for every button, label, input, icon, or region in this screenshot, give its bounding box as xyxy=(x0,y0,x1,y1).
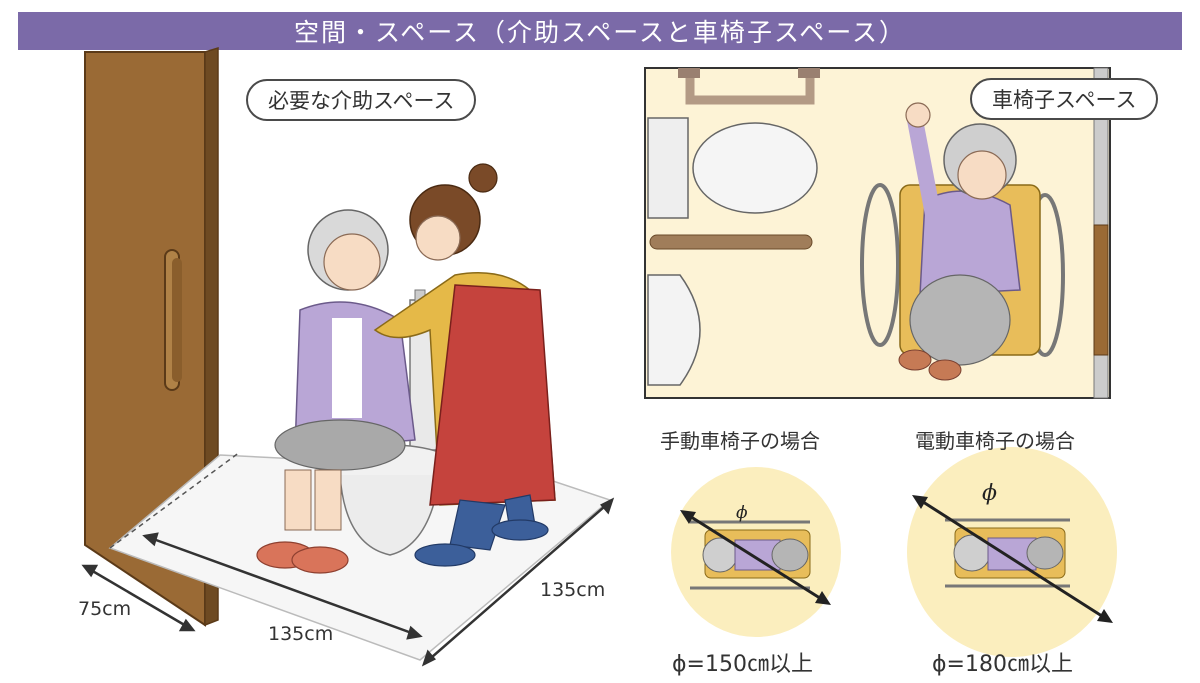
dimension-arrows-left xyxy=(81,497,615,667)
dimension-side-label: 135cm xyxy=(540,579,606,601)
elderly-woman-seated xyxy=(256,209,416,574)
electric-wheelchair-circle xyxy=(907,447,1117,657)
wheelchair-space-label: 車椅子スペース xyxy=(970,78,1159,120)
phi-symbol-electric: ϕ xyxy=(982,481,997,506)
phi-symbol-manual: ϕ xyxy=(736,503,748,523)
wheelchair-room-plan xyxy=(644,67,1111,399)
electric-wheelchair-caption: 電動車椅子の場合 xyxy=(915,429,1075,453)
page-title: 空間・スペース（介助スペースと車椅子スペース） xyxy=(18,12,1182,50)
caregiver-illustration xyxy=(373,163,556,567)
dimension-front-label: 135cm xyxy=(268,623,334,645)
electric-requirement-label: ϕ=180㎝以上 xyxy=(932,652,1073,677)
dimension-door-label: 75cm xyxy=(78,598,132,620)
manual-requirement-label: ϕ=150㎝以上 xyxy=(672,652,813,677)
manual-wheelchair-caption: 手動車椅子の場合 xyxy=(660,429,820,453)
assist-space-label: 必要な介助スペース xyxy=(246,79,477,121)
manual-wheelchair-circle xyxy=(671,467,841,637)
